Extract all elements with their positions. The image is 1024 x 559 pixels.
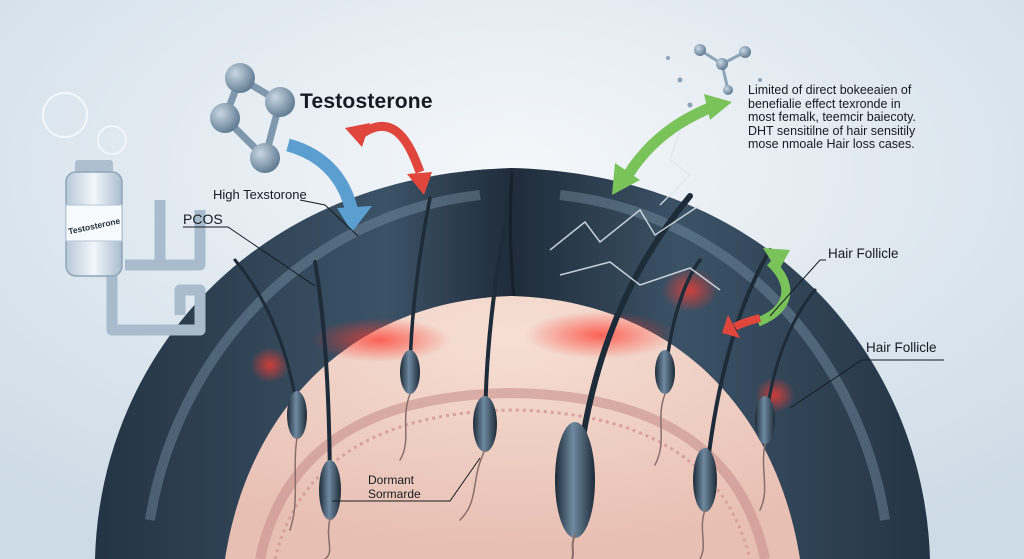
bubble-decoration <box>42 92 88 138</box>
inflammation-glow <box>250 347 290 383</box>
leader-line <box>332 457 481 502</box>
arrow-icon <box>612 94 732 195</box>
leader-line <box>183 226 316 287</box>
inflammation-glow <box>525 311 675 359</box>
testosterone-label: Testosterone <box>300 90 433 113</box>
molecule-icon <box>666 44 762 108</box>
inflammation-glow <box>310 318 450 362</box>
scalp-layer <box>255 387 770 559</box>
arrow-icon <box>345 122 432 195</box>
leader-line <box>769 259 826 317</box>
leader-line <box>299 199 359 237</box>
molecule-icon <box>210 63 295 173</box>
follicle <box>313 260 341 559</box>
follicle <box>654 258 702 466</box>
high-testosterone-label: High Texstorone <box>213 187 307 202</box>
dht-note-label: Limited of direct bokeeaien of benefiali… <box>748 83 916 151</box>
scalp-layer-inner <box>273 408 752 559</box>
arrow-icon <box>756 248 791 327</box>
arrow-icon <box>286 138 372 232</box>
dormant-label: Dormant Sormarde <box>368 473 421 501</box>
bubble-decoration <box>97 125 127 155</box>
follicle <box>555 193 693 559</box>
leader-line <box>789 359 944 409</box>
pcos-label: PCOS <box>183 211 223 227</box>
arrow-icon <box>722 314 762 338</box>
follicle <box>693 248 772 559</box>
hair-follicle-label-upper: Hair Follicle <box>828 246 899 261</box>
follicle <box>755 288 817 511</box>
hair-follicle-label-lower: Hair Follicle <box>866 340 937 355</box>
follicle <box>459 223 507 521</box>
follicle <box>399 196 432 461</box>
hair-part <box>508 171 516 301</box>
follicle <box>233 258 307 531</box>
hair-follicles <box>233 193 817 559</box>
dht-lightning-effect <box>549 129 721 291</box>
clamp-stand-icon <box>106 200 206 336</box>
vial-icon: Testosterone <box>65 160 123 277</box>
